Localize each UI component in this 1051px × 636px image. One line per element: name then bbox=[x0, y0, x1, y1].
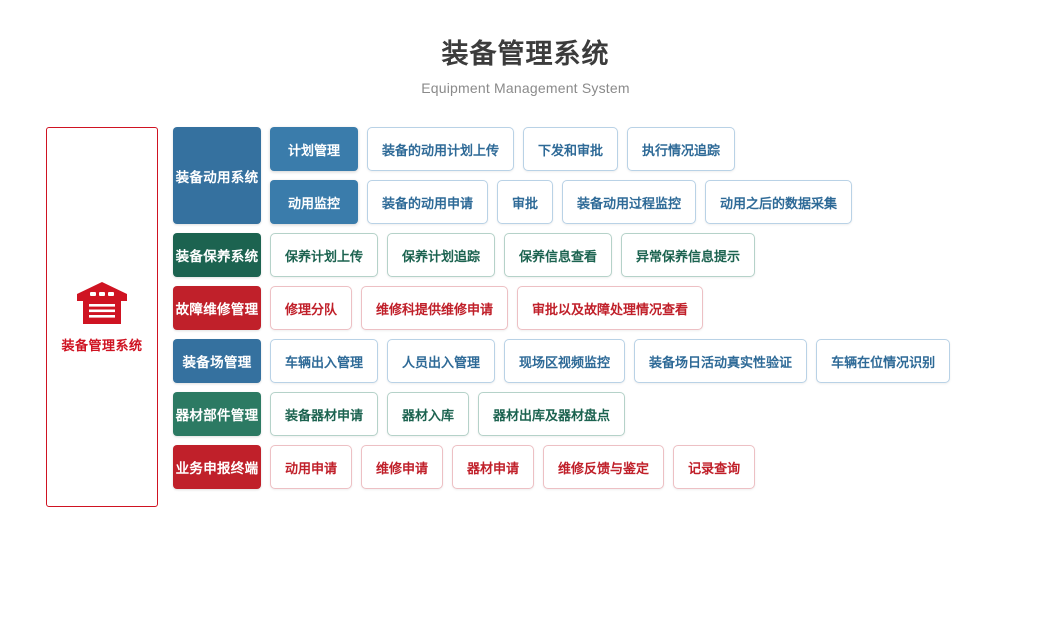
leaf-button[interactable]: 审批以及故障处理情况查看 bbox=[517, 286, 704, 330]
subgroup-stack: 车辆出入管理人员出入管理现场区视频监控装备场日活动真实性验证车辆在位情况识别 bbox=[261, 339, 951, 383]
leaf-button[interactable]: 异常保养信息提示 bbox=[621, 233, 756, 277]
leaf-button[interactable]: 审批 bbox=[497, 180, 554, 224]
hero-label: 装备管理系统 bbox=[61, 338, 143, 353]
group-row: 装备保养系统保养计划上传保养计划追踪保养信息查看异常保养信息提示 bbox=[173, 233, 950, 277]
leaf-button[interactable]: 修理分队 bbox=[270, 286, 353, 330]
leaf-button[interactable]: 器材出库及器材盘点 bbox=[478, 392, 626, 436]
warehouse-icon bbox=[75, 280, 129, 326]
group-row: 器材部件管理装备器材申请器材入库器材出库及器材盘点 bbox=[173, 392, 950, 436]
subgroup-stack: 修理分队维修科提供维修申请审批以及故障处理情况查看 bbox=[261, 286, 704, 330]
subgroup-row: 装备器材申请器材入库器材出库及器材盘点 bbox=[261, 392, 626, 436]
subgroup-row: 保养计划上传保养计划追踪保养信息查看异常保养信息提示 bbox=[261, 233, 756, 277]
leaf-button[interactable]: 维修科提供维修申请 bbox=[361, 286, 509, 330]
page-title: 装备管理系统 bbox=[441, 39, 610, 69]
subgroup-row: 修理分队维修科提供维修申请审批以及故障处理情况查看 bbox=[261, 286, 704, 330]
subgroup-chip[interactable]: 计划管理 bbox=[270, 127, 358, 171]
leaf-button[interactable]: 人员出入管理 bbox=[387, 339, 496, 383]
subgroup-row: 动用监控装备的动用申请审批装备动用过程监控动用之后的数据采集 bbox=[261, 180, 853, 224]
category-block[interactable]: 装备保养系统 bbox=[173, 233, 261, 277]
leaf-button[interactable]: 装备场日活动真实性验证 bbox=[634, 339, 808, 383]
leaf-button[interactable]: 装备的动用计划上传 bbox=[367, 127, 515, 171]
group-rows: 装备动用系统计划管理装备的动用计划上传下发和审批执行情况追踪动用监控装备的动用申… bbox=[173, 127, 951, 498]
leaf-button[interactable]: 器材入库 bbox=[387, 392, 470, 436]
leaf-button[interactable]: 维修反馈与鉴定 bbox=[543, 445, 665, 489]
group-row: 业务申报终端动用申请维修申请器材申请维修反馈与鉴定记录查询 bbox=[173, 445, 950, 489]
leaf-button[interactable]: 动用之后的数据采集 bbox=[705, 180, 853, 224]
page-header: 装备管理系统 Equipment Management System bbox=[0, 0, 1051, 96]
category-block[interactable]: 器材部件管理 bbox=[173, 392, 261, 436]
leaf-button[interactable]: 保养信息查看 bbox=[504, 233, 613, 277]
subgroup-row: 车辆出入管理人员出入管理现场区视频监控装备场日活动真实性验证车辆在位情况识别 bbox=[261, 339, 951, 383]
subgroup-stack: 动用申请维修申请器材申请维修反馈与鉴定记录查询 bbox=[261, 445, 756, 489]
leaf-button[interactable]: 执行情况追踪 bbox=[627, 127, 736, 171]
subgroup-stack: 装备器材申请器材入库器材出库及器材盘点 bbox=[261, 392, 626, 436]
category-block[interactable]: 业务申报终端 bbox=[173, 445, 261, 489]
leaf-button[interactable]: 装备器材申请 bbox=[270, 392, 379, 436]
subgroup-row: 计划管理装备的动用计划上传下发和审批执行情况追踪 bbox=[261, 127, 852, 171]
group-row: 装备动用系统计划管理装备的动用计划上传下发和审批执行情况追踪动用监控装备的动用申… bbox=[173, 127, 950, 224]
leaf-button[interactable]: 现场区视频监控 bbox=[504, 339, 626, 383]
leaf-button[interactable]: 记录查询 bbox=[673, 445, 756, 489]
leaf-button[interactable]: 器材申请 bbox=[452, 445, 535, 489]
leaf-button[interactable]: 保养计划追踪 bbox=[387, 233, 496, 277]
leaf-button[interactable]: 下发和审批 bbox=[523, 127, 619, 171]
category-block[interactable]: 故障维修管理 bbox=[173, 286, 261, 330]
subgroup-stack: 计划管理装备的动用计划上传下发和审批执行情况追踪动用监控装备的动用申请审批装备动… bbox=[261, 127, 853, 224]
hero-panel: 装备管理系统 bbox=[46, 127, 158, 507]
leaf-button[interactable]: 装备的动用申请 bbox=[367, 180, 489, 224]
leaf-button[interactable]: 车辆在位情况识别 bbox=[816, 339, 951, 383]
group-row: 故障维修管理修理分队维修科提供维修申请审批以及故障处理情况查看 bbox=[173, 286, 950, 330]
leaf-button[interactable]: 车辆出入管理 bbox=[270, 339, 379, 383]
page-subtitle: Equipment Management System bbox=[421, 79, 630, 96]
subgroup-stack: 保养计划上传保养计划追踪保养信息查看异常保养信息提示 bbox=[261, 233, 756, 277]
category-block[interactable]: 装备场管理 bbox=[173, 339, 261, 383]
group-row: 装备场管理车辆出入管理人员出入管理现场区视频监控装备场日活动真实性验证车辆在位情… bbox=[173, 339, 951, 383]
category-block[interactable]: 装备动用系统 bbox=[173, 127, 261, 224]
leaf-button[interactable]: 动用申请 bbox=[270, 445, 353, 489]
subgroup-chip[interactable]: 动用监控 bbox=[270, 180, 358, 224]
leaf-button[interactable]: 装备动用过程监控 bbox=[562, 180, 697, 224]
architecture-board: 装备管理系统 装备动用系统计划管理装备的动用计划上传下发和审批执行情况追踪动用监… bbox=[0, 127, 1051, 507]
leaf-button[interactable]: 维修申请 bbox=[361, 445, 444, 489]
subgroup-row: 动用申请维修申请器材申请维修反馈与鉴定记录查询 bbox=[261, 445, 756, 489]
leaf-button[interactable]: 保养计划上传 bbox=[270, 233, 379, 277]
